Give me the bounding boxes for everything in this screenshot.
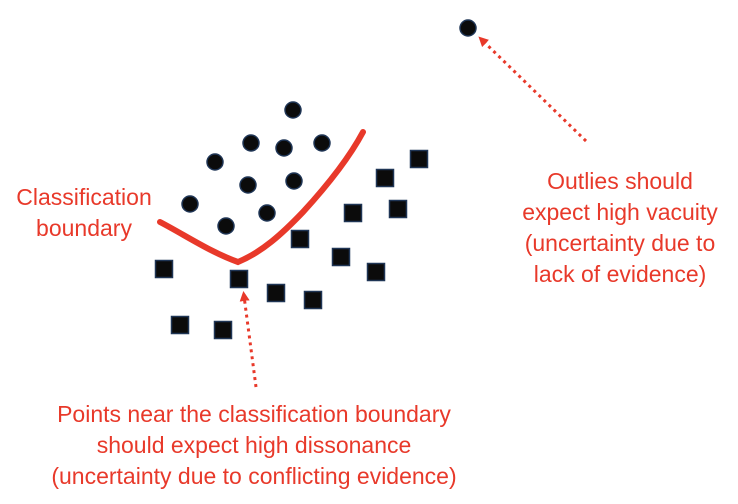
dissonance-annotation-line: Points near the classification boundary [57, 401, 451, 427]
square-point-2 [375, 168, 395, 188]
square-point-12 [170, 315, 190, 335]
outlier-annotation-line: (uncertainty due to [524, 230, 716, 256]
outlier-annotation: Outlies should expect high vacuity (uncert… [502, 166, 738, 290]
dissonance-annotation: Points near the classification boundary s… [0, 399, 508, 492]
square-point-10 [266, 283, 286, 303]
square-point-6 [331, 247, 351, 267]
circle-point-7 [285, 172, 303, 190]
dissonance-annotation-line: (uncertainty due to conflicting evidence… [51, 463, 457, 489]
square-point-8 [154, 259, 174, 279]
circle-point-6 [239, 176, 257, 194]
classification-boundary-curve [157, 129, 366, 266]
circle-point-4 [313, 134, 331, 152]
square-point-3 [343, 203, 363, 223]
outlier-point-1 [459, 19, 477, 37]
square-point-11 [303, 290, 323, 310]
boundary-annotation-line: Classification [16, 184, 152, 210]
square-point-4 [388, 199, 408, 219]
circle-point-1 [284, 101, 302, 119]
circle-point-8 [181, 195, 199, 213]
circle-point-9 [217, 217, 235, 235]
circle-point-3 [275, 139, 293, 157]
square-point-7 [366, 262, 386, 282]
square-point-13 [213, 320, 233, 340]
circle-point-10 [258, 204, 276, 222]
outlier-annotation-line: lack of evidence) [533, 261, 707, 287]
dissonance-annotation-line: should expect high dissonance [96, 432, 412, 458]
square-point-1 [409, 149, 429, 169]
circle-point-2 [242, 134, 260, 152]
outlier-annotation-line: Outlies should [547, 168, 693, 194]
square-point-9 [229, 269, 249, 289]
boundary-annotation: Classification boundary [0, 182, 168, 244]
outlier-arrow [478, 36, 588, 143]
boundary-annotation-line: boundary [36, 215, 132, 241]
data-points [154, 19, 477, 340]
outlier-annotation-line: expect high vacuity [522, 199, 718, 225]
square-point-5 [290, 229, 310, 249]
circle-point-5 [206, 153, 224, 171]
dissonance-arrow [239, 291, 258, 388]
